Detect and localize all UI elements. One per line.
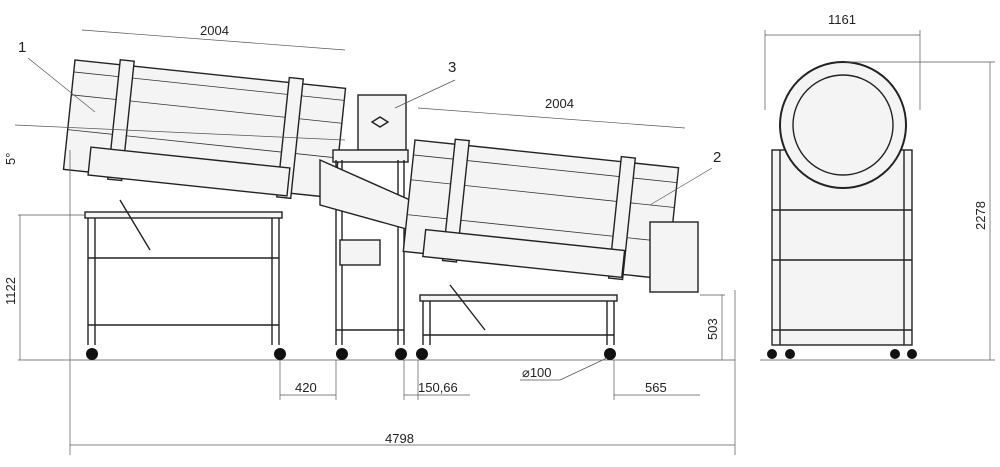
hopper-3: [357, 94, 407, 151]
dim-stand2-height: 503: [705, 318, 720, 340]
dim-total-length: 4798: [385, 431, 414, 446]
drum-2: [402, 138, 680, 281]
dim-tilt-angle: 5°: [3, 153, 18, 165]
discharge-box: [649, 221, 699, 293]
drum-1: [62, 58, 347, 200]
dim-gap-420: 420: [295, 380, 317, 395]
dim-drum1-length: 2004: [200, 23, 229, 38]
stand-2: [416, 284, 618, 360]
stand-1: [84, 199, 286, 360]
dim-side-width: 1161: [828, 12, 856, 27]
dim-stand-height: 1122: [3, 277, 18, 305]
dimension-lines: [14, 29, 995, 455]
side-view: [760, 61, 995, 361]
dim-gap-150: 150,66: [418, 380, 458, 395]
dim-wheel-diameter: ⌀100: [522, 365, 552, 380]
dim-total-height: 2278: [973, 201, 988, 230]
feeder-stand: [319, 94, 411, 360]
callout-2: 2: [713, 149, 721, 166]
callout-3: 3: [448, 59, 456, 76]
dim-overhang-565: 565: [645, 380, 667, 395]
callout-1: 1: [18, 39, 26, 56]
dim-drum2-length: 2004: [545, 96, 574, 111]
